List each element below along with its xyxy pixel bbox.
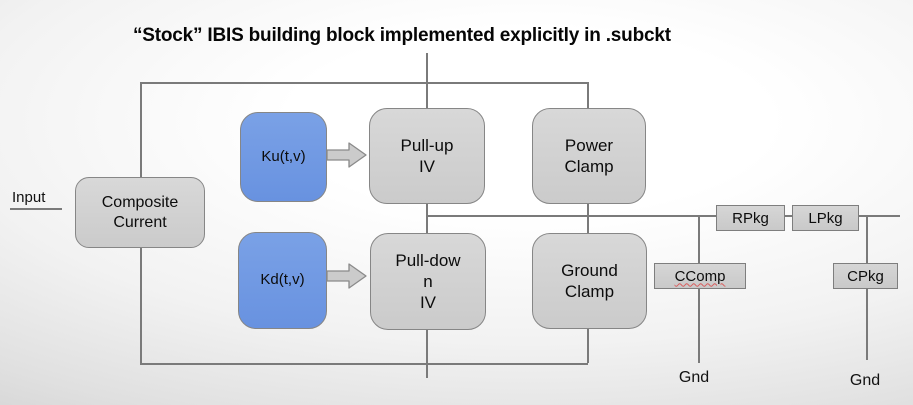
wire-groundclamp-bottom <box>587 327 589 363</box>
gnd-label-cpkg: Gnd <box>849 372 881 389</box>
wire-ccomp-gnd <box>698 287 700 363</box>
gnd-label-ccomp: Gnd <box>678 369 710 386</box>
cpkg-block: CPkg <box>833 263 898 289</box>
ground-clamp-block: Ground Clamp <box>532 233 647 329</box>
lpkg-block: LPkg <box>792 205 859 231</box>
input-label: Input <box>12 189 46 206</box>
input-lead-line <box>10 208 62 210</box>
wire-left-bottom <box>140 246 142 363</box>
block-arrow-icon <box>326 263 367 289</box>
power-clamp-block: Power Clamp <box>532 108 646 204</box>
wire-title-drop <box>426 53 428 108</box>
wire-top-bus <box>140 82 588 84</box>
block-arrow-icon <box>326 142 367 168</box>
pull-up-iv-block: Pull-up IV <box>369 108 485 204</box>
wire-power-clamp-top <box>587 82 589 108</box>
wire-pullup-pulldown <box>426 202 428 233</box>
ccomp-block: CComp <box>654 263 746 289</box>
composite-current-block: Composite Current <box>75 177 205 248</box>
wire-powerclamp-groundclamp <box>587 202 589 233</box>
pull-down-iv-block: Pull-dow n IV <box>370 233 486 330</box>
wire-cpkg-gnd <box>866 287 868 360</box>
wire-rpkg-lpkg <box>783 215 792 217</box>
slide-title: “Stock” IBIS building block implemented … <box>133 25 671 46</box>
wire-cpkg-top <box>866 215 868 264</box>
wire-output-bus-left <box>426 215 716 217</box>
wire-bottom-bus <box>140 363 588 365</box>
wire-pulldown-bottom <box>426 328 428 378</box>
wire-output-bus-right <box>857 215 900 217</box>
wire-ccomp-top <box>698 215 700 264</box>
ku-block: Ku(t,v) <box>240 112 327 202</box>
ccomp-label: CComp <box>674 267 726 285</box>
rpkg-block: RPkg <box>716 205 785 231</box>
wire-left-top <box>140 82 142 177</box>
kd-block: Kd(t,v) <box>238 232 327 329</box>
